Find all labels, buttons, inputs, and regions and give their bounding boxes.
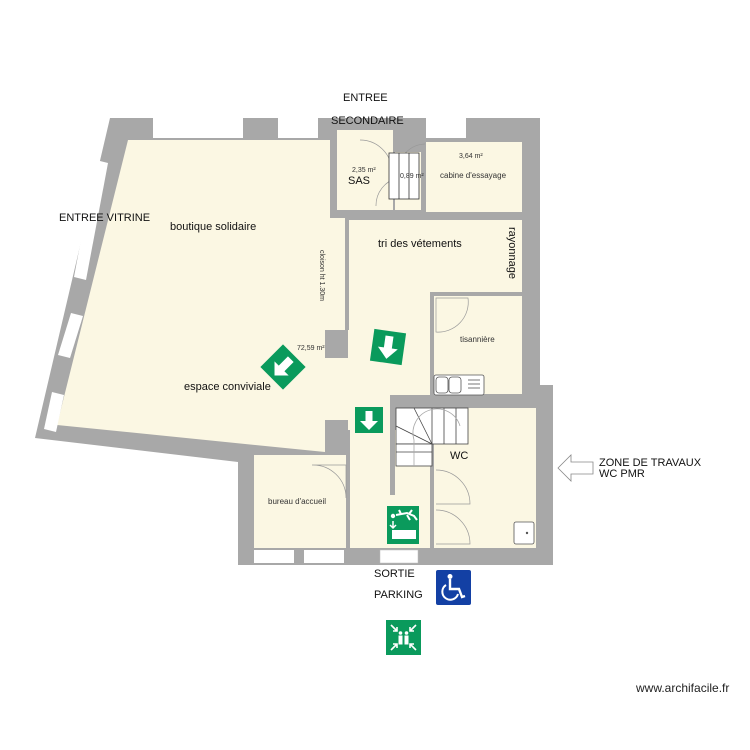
window: [278, 118, 318, 138]
label-parking: PARKING: [374, 589, 423, 601]
room-sas: SAS: [348, 175, 371, 187]
room-tisanniere: tisannière: [460, 335, 495, 344]
kitchen-sink: [433, 374, 485, 396]
room-wc: WC: [450, 450, 469, 462]
label-entree-vitrine: ENTREE VITRINE: [59, 212, 151, 224]
emergency-exit-running-man-icon: [387, 506, 419, 544]
door-swing: [311, 464, 347, 499]
room-cabine: cabine d'essayage: [440, 171, 507, 180]
window: [254, 550, 294, 563]
label-zone-travaux-line2: WC PMR: [599, 468, 645, 480]
area-espace: 72,59 m²: [297, 345, 325, 352]
room-boutique: boutique solidaire: [170, 221, 257, 233]
floor-sas: [337, 130, 393, 210]
door-swing: [435, 297, 469, 333]
room-espace: espace conviviale: [184, 381, 271, 393]
assembly-point-icon: [386, 620, 421, 655]
floor-bureau: [254, 455, 346, 548]
door-swing: [435, 469, 471, 505]
window: [426, 118, 466, 138]
exit-arrow-down-icon: [369, 328, 407, 366]
partition-wall: [345, 218, 349, 330]
floor-main: [57, 140, 522, 452]
label-sortie: SORTIE: [374, 568, 415, 580]
partition-pillar: [325, 330, 348, 358]
label-cloison: cloison ht 1.30m: [318, 250, 325, 301]
window: [58, 313, 83, 358]
room-tri: tri des vétements: [378, 238, 462, 250]
room-bureau: bureau d'accueil: [268, 497, 327, 506]
floor-cabine: [426, 142, 522, 212]
window: [44, 392, 64, 432]
partition-pillar: [325, 422, 348, 452]
window: [304, 550, 344, 563]
area-cabine: 3,64 m²: [459, 153, 483, 160]
stairs-sas: [388, 152, 420, 200]
credit-link[interactable]: www.archifacile.fr: [636, 681, 730, 695]
label-secondaire: SECONDAIRE: [331, 115, 404, 127]
wc-sink: [513, 521, 535, 545]
exit-door: [379, 549, 419, 564]
window: [153, 118, 243, 138]
stairs-main: [395, 407, 469, 467]
window: [74, 160, 108, 280]
wheelchair-accessible-icon: [436, 570, 471, 605]
arrow-left-outline-icon: [557, 454, 594, 482]
label-zone-travaux: ZONE DE TRAVAUX WC PMR: [599, 458, 701, 480]
door-swing: [435, 509, 471, 545]
area-escalier: 0,89 m²: [400, 173, 424, 180]
label-entree: ENTREE: [343, 92, 388, 104]
partition-wall: [390, 395, 395, 495]
area-sas: 2,35 m²: [352, 167, 376, 174]
exit-arrow-down-icon: [355, 407, 383, 433]
label-zone-travaux-line1: ZONE DE TRAVAUX: [599, 457, 702, 469]
label-rayonnage: rayonnage: [506, 227, 518, 279]
